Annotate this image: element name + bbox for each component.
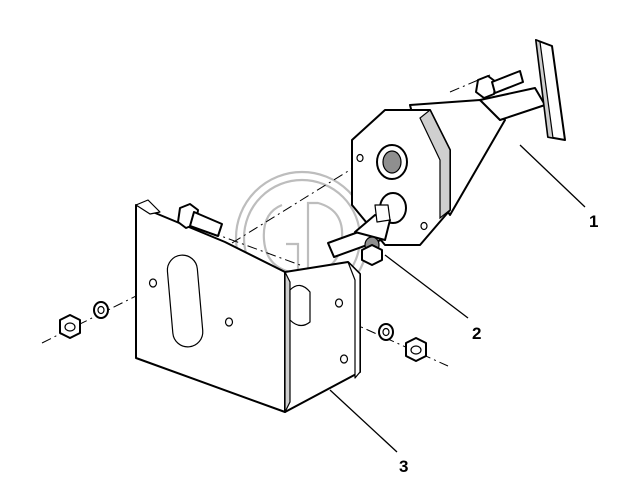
bracket-bolt (177, 203, 223, 237)
right-washer (378, 323, 394, 341)
callout-leader-lines (329, 144, 586, 453)
right-hex-nut (405, 337, 427, 362)
terminal-stud-part-2 (327, 204, 391, 266)
callout-2: 2 (472, 324, 481, 343)
left-hex-nut (59, 314, 81, 339)
callout-1: 1 (589, 212, 598, 231)
mounting-bracket-part-3 (135, 199, 361, 413)
left-washer (93, 301, 109, 319)
callout-3: 3 (399, 457, 408, 476)
